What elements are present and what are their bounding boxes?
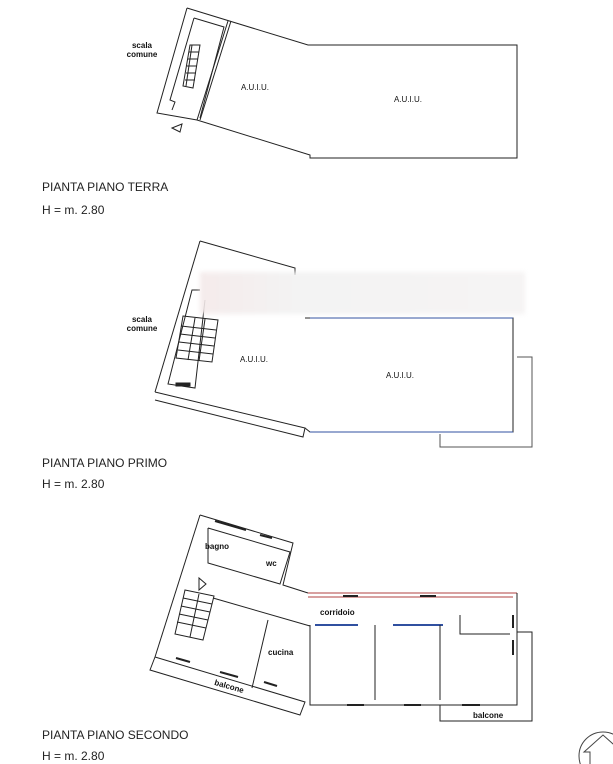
plan-title: PIANTA PIANO PRIMO bbox=[42, 456, 168, 470]
stairs-icon bbox=[182, 44, 201, 89]
window-icon bbox=[175, 382, 191, 387]
room-label: A.U.I.U. bbox=[240, 355, 269, 364]
plan-title: PIANTA PIANO TERRA bbox=[42, 180, 169, 194]
plan-ground-floor bbox=[156, 7, 518, 159]
stair-label: scala comune bbox=[126, 315, 158, 333]
blurred-watermark bbox=[200, 272, 525, 314]
stairs-icon bbox=[174, 589, 215, 641]
room-label: A.U.I.U. bbox=[394, 95, 423, 104]
room-label: corridoio bbox=[320, 608, 355, 617]
plan-height: H = m. 2.80 bbox=[42, 203, 105, 217]
room-label: balcone bbox=[473, 711, 504, 720]
room-label: cucina bbox=[268, 648, 294, 657]
north-arrow-icon bbox=[578, 731, 613, 764]
entrance-arrow-icon bbox=[170, 123, 183, 133]
room-label: bagno bbox=[205, 542, 229, 551]
arrow-icon bbox=[198, 576, 207, 592]
plan-second-floor bbox=[149, 514, 533, 722]
room-label: A.U.I.U. bbox=[386, 371, 415, 380]
room-label: wc bbox=[266, 559, 277, 568]
plan-height: H = m. 2.80 bbox=[42, 477, 105, 491]
stairs-icon bbox=[175, 315, 219, 363]
plan-title: PIANTA PIANO SECONDO bbox=[42, 728, 189, 742]
room-label: A.U.I.U. bbox=[241, 83, 270, 92]
plan-height: H = m. 2.80 bbox=[42, 749, 105, 763]
plan-first-floor bbox=[154, 240, 533, 448]
stair-label: scala comune bbox=[126, 41, 158, 59]
